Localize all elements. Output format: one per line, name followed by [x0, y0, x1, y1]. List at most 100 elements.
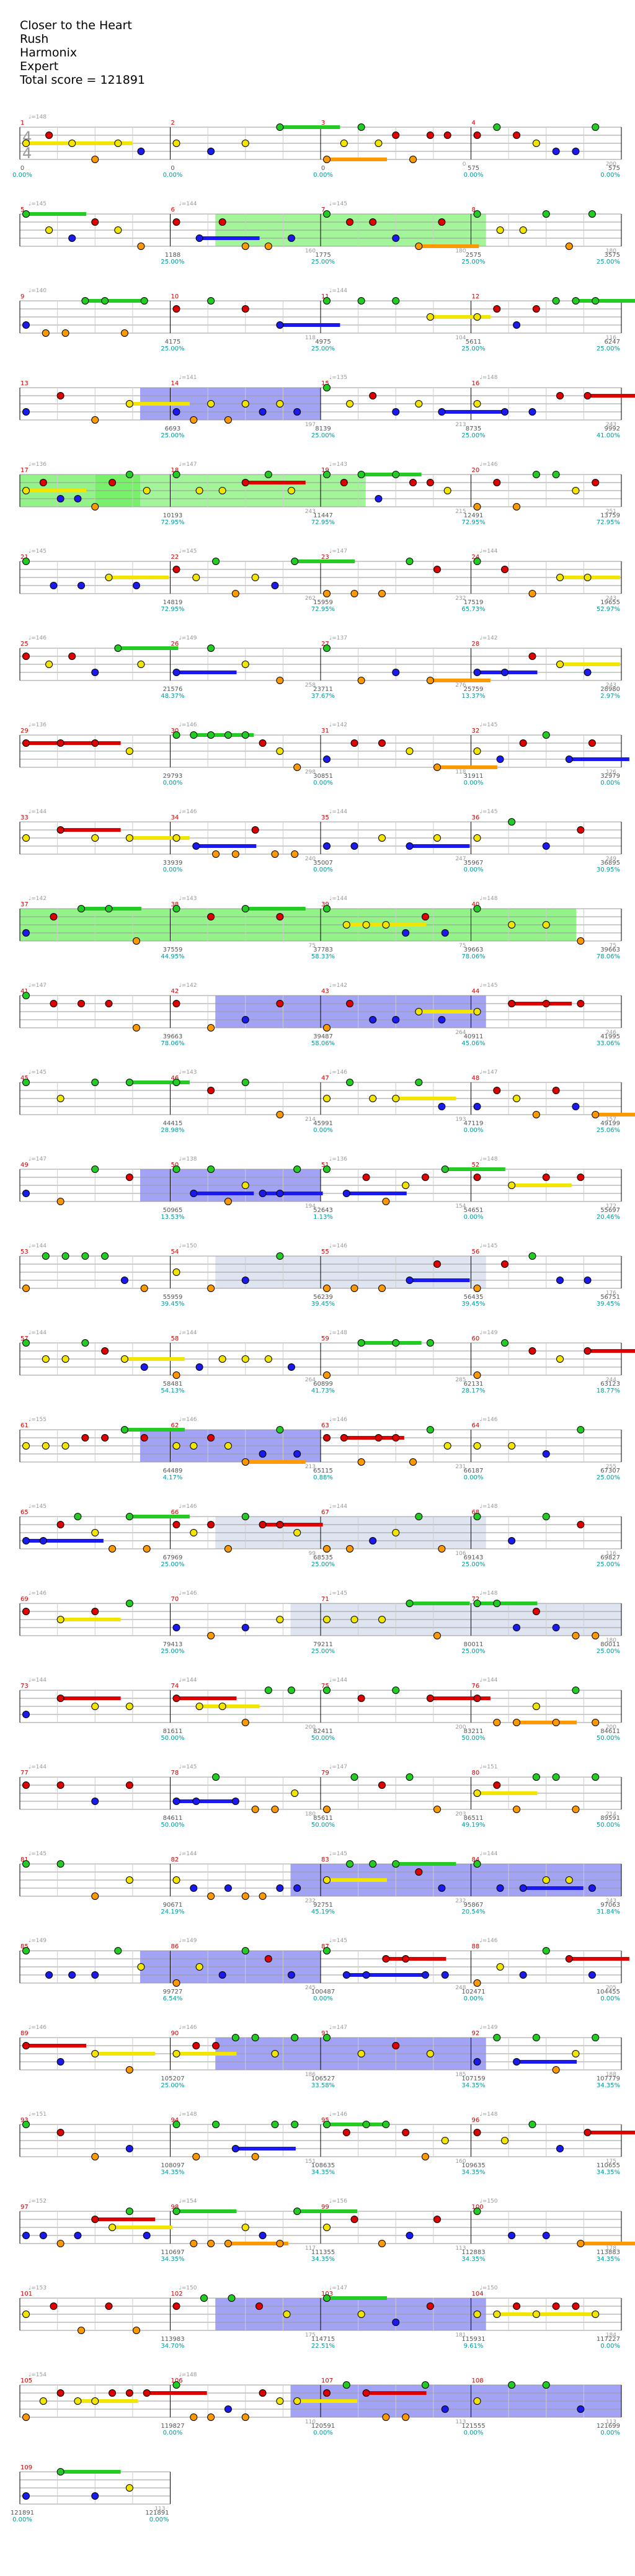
note-gem	[369, 1095, 377, 1102]
measure-score: 39487	[313, 1033, 333, 1040]
note-gem	[172, 471, 180, 478]
measure-number: 21	[20, 554, 29, 561]
tempo-marking: ♩=145	[29, 548, 47, 555]
tempo-marking: ♩=144	[480, 1851, 498, 1857]
note-gem	[542, 1450, 550, 1458]
measure-pct: 25.00%	[161, 1648, 184, 1655]
measure-pct: 45.19%	[311, 1909, 335, 1915]
tempo-marking: ♩=154	[29, 2372, 47, 2378]
beat-count: 75	[309, 943, 316, 949]
note-gem	[357, 1458, 365, 1466]
sustain-line	[366, 923, 427, 927]
note-gem	[493, 1087, 501, 1094]
measure-number: 56	[472, 1249, 480, 1255]
sustain-line	[517, 1721, 577, 1724]
row-total-pct: 18.77%	[597, 1388, 620, 1394]
measure-score: 62131	[464, 1381, 484, 1388]
note-gem	[190, 2413, 198, 2421]
note-gem	[519, 1971, 527, 1979]
note-gem	[426, 2050, 434, 2057]
sustain-line	[327, 2296, 387, 2300]
measure-pct: 0.00%	[464, 2430, 484, 2436]
note-gem	[496, 755, 504, 763]
measure-number: 10	[171, 293, 179, 300]
measure-number: 58	[171, 1335, 179, 1342]
measure-number: 29	[20, 728, 29, 734]
note-gem	[143, 2389, 151, 2397]
note-gem	[323, 156, 331, 163]
note-gem	[584, 2129, 592, 2136]
note-gem	[42, 1355, 50, 1363]
note-gem	[592, 1632, 600, 1639]
note-gem	[241, 1458, 249, 1466]
note-gem	[357, 677, 365, 684]
note-gem	[402, 1182, 410, 1189]
note-gem	[190, 1529, 198, 1536]
beat-count: 264	[305, 1377, 316, 1383]
note-gem	[231, 1798, 239, 1805]
note-gem	[172, 566, 180, 573]
measure-pct: 25.00%	[161, 345, 184, 352]
note-gem	[406, 2232, 414, 2239]
tempo-marking: ♩=148	[480, 896, 498, 902]
note-gem	[323, 1434, 331, 1442]
measure-number: 66	[171, 1509, 179, 1516]
beat-count: 75	[459, 943, 466, 949]
note-gem	[172, 408, 180, 416]
note-gem	[276, 2240, 284, 2247]
note-gem	[81, 1252, 89, 1260]
row-total-score: 41995	[600, 1033, 620, 1040]
note-gem	[276, 1426, 284, 1433]
tempo-marking: ♩=146	[29, 635, 47, 641]
tempo-marking: ♩=144	[329, 896, 347, 902]
sustain-line	[587, 394, 635, 398]
measure-pct: 0.88%	[313, 1474, 333, 1481]
note-gem	[264, 1355, 272, 1363]
sustain-line	[146, 2391, 207, 2395]
note-gem	[45, 661, 53, 668]
note-gem	[22, 487, 30, 494]
measure-score: 66187	[464, 1468, 484, 1474]
measure-number: 65	[20, 1509, 29, 1516]
note-gem	[532, 2311, 540, 2318]
measure-pct: 49.19%	[461, 1822, 485, 1829]
beat-count: 231	[455, 1464, 466, 1470]
note-gem	[251, 826, 259, 834]
note-gem	[392, 669, 400, 676]
note-gem	[190, 2240, 198, 2247]
note-gem	[375, 495, 383, 502]
measure-number: 61	[20, 1422, 29, 1429]
note-gem	[542, 1513, 550, 1520]
sustain-line	[129, 836, 190, 840]
note-gem	[224, 1545, 232, 1553]
note-gem	[114, 226, 122, 234]
measure-pct: 6.54%	[163, 1995, 183, 2002]
note-gem	[22, 140, 30, 147]
tempo-marking: ♩=155	[29, 1417, 47, 1423]
tempo-marking: ♩=147	[179, 461, 197, 468]
measure-pct: 0.00%	[163, 780, 183, 787]
tempo-marking: ♩=146	[179, 1590, 197, 1597]
note-gem	[528, 653, 536, 660]
note-gem	[350, 842, 358, 850]
note-gem	[513, 2302, 521, 2310]
note-gem	[42, 1252, 50, 1260]
measure-score: 67969	[163, 1554, 183, 1561]
note-gem	[190, 1442, 198, 1450]
note-gem	[415, 243, 423, 250]
note-gem	[259, 2232, 267, 2239]
measure-pct: 34.35%	[161, 2256, 184, 2263]
sustain-line	[26, 2044, 86, 2048]
tempo-marking: ♩=146	[179, 809, 197, 815]
note-gem	[382, 2121, 390, 2128]
tempo-marking: ♩=154	[179, 2198, 197, 2204]
note-gem	[231, 590, 239, 597]
beat-count: 262	[305, 595, 316, 602]
beat-count: 118	[455, 769, 466, 775]
note-gem	[207, 731, 215, 739]
beat-count: 193	[455, 1116, 466, 1123]
row-total-pct: 0.00%	[600, 2430, 620, 2436]
row-total-pct: 25.00%	[597, 1474, 620, 1481]
note-gem	[382, 1955, 390, 1963]
row-total-score: 13759	[600, 512, 620, 519]
